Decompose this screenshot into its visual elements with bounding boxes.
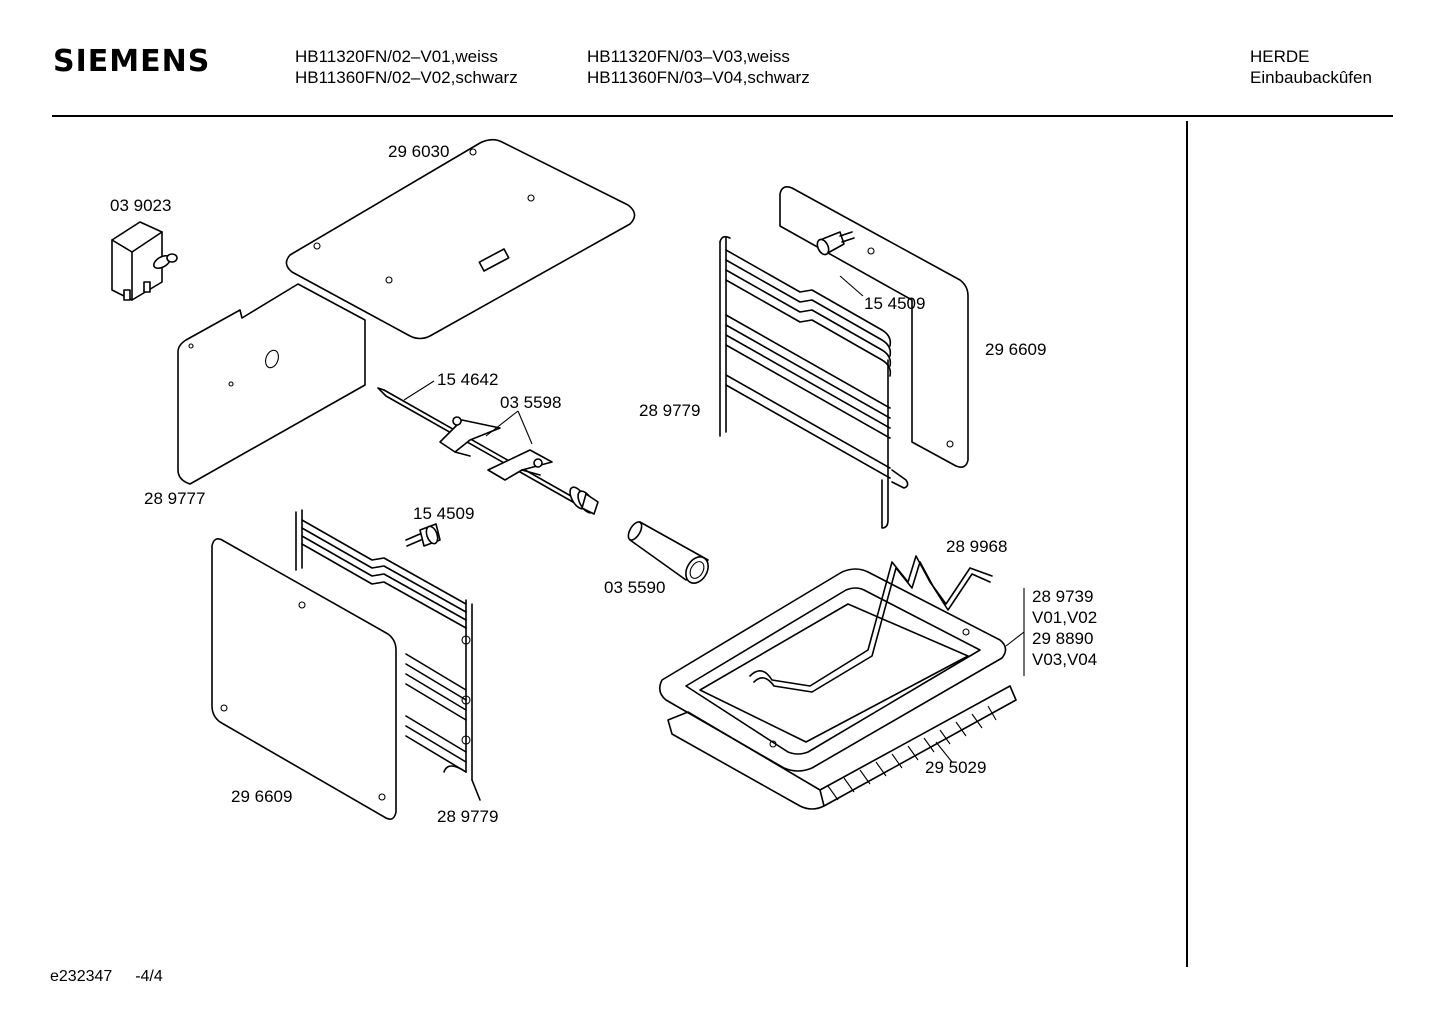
left-shelf-rail-drawing	[295, 509, 481, 801]
screw-top-drawing	[816, 231, 855, 256]
doc-id: e232347	[50, 968, 113, 985]
top-plate-drawing	[285, 138, 636, 340]
part-label: 03 9023	[110, 196, 171, 215]
part-label: 28 9777	[144, 489, 205, 508]
part-label: 29 6609	[985, 340, 1046, 359]
part-label: 28 9779	[437, 807, 498, 826]
part-label: 29 6030	[388, 142, 449, 161]
part-label: 03 5590	[604, 578, 665, 597]
wire-grid-drawing	[667, 685, 1017, 810]
variant-label: V03,V04	[1032, 650, 1097, 669]
screw-left-drawing	[405, 523, 441, 547]
part-label: 15 4509	[413, 504, 474, 523]
model-line: HB11360FN/02–V02,schwarz	[295, 68, 518, 87]
thermostat-drawing	[111, 221, 178, 301]
model-list-02: HB11320FN/02–V01,weiss HB11360FN/02–V02,…	[295, 46, 518, 88]
header-divider	[52, 115, 1393, 117]
part-label: 28 9779	[639, 401, 700, 420]
model-list-03: HB11320FN/03–V03,weiss HB11360FN/03–V04,…	[587, 46, 810, 88]
model-line: HB11320FN/03–V03,weiss	[587, 47, 790, 66]
rotisserie-spit-drawing	[377, 387, 599, 515]
left-side-plate-drawing	[211, 538, 397, 820]
tray-handle-drawing	[749, 555, 993, 693]
model-line: HB11360FN/03–V04,schwarz	[587, 68, 810, 87]
side-divider	[1186, 121, 1188, 967]
right-shelf-rail-drawing	[719, 235, 909, 529]
category-block: HERDE Einbaubackûfen	[1250, 46, 1372, 88]
part-label: 28 9739	[1032, 587, 1093, 606]
part-label: 29 5029	[925, 758, 986, 777]
part-label: 15 4642	[437, 370, 498, 389]
right-side-plate-drawing	[779, 186, 969, 468]
brand-logo: SIEMENS	[53, 44, 211, 79]
leader-lines	[403, 275, 1025, 763]
page-number: -4/4	[135, 968, 163, 985]
footer-doc-ref: e232347 -4/4	[50, 968, 163, 986]
back-plate-drawing	[177, 283, 366, 485]
category-line: HERDE	[1250, 47, 1310, 66]
part-label: 29 6609	[231, 787, 292, 806]
spit-handle-drawing	[627, 521, 709, 584]
part-label: 29 8890	[1032, 629, 1093, 648]
category-line: Einbaubackûfen	[1250, 68, 1372, 87]
part-label: 03 5598	[500, 393, 561, 412]
baking-tray-drawing	[658, 568, 1007, 772]
part-label: 15 4509	[864, 294, 925, 313]
variant-label: V01,V02	[1032, 608, 1097, 627]
model-line: HB11320FN/02–V01,weiss	[295, 47, 498, 66]
part-label: 28 9968	[946, 537, 1007, 556]
